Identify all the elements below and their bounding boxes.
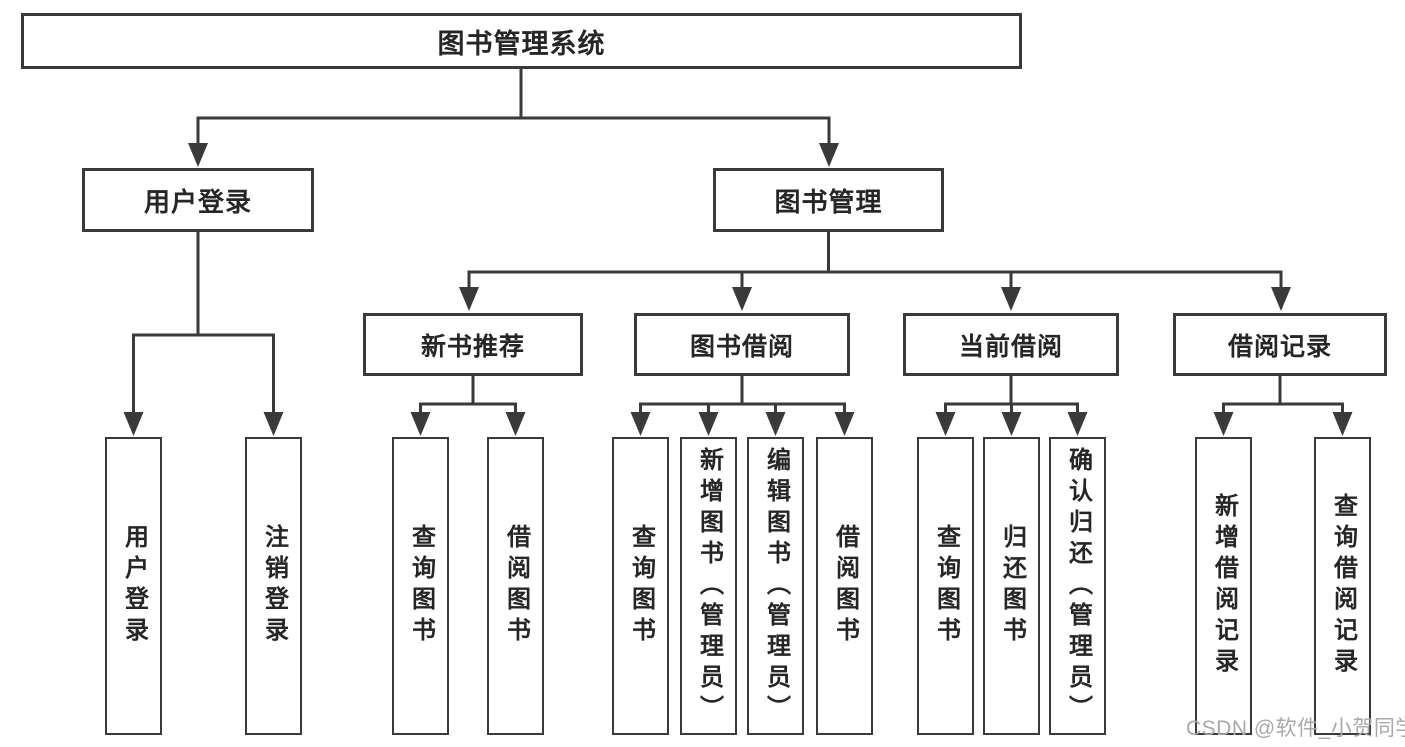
node-book-management: 图书管理	[713, 168, 944, 232]
leaf-edit-book-admin: 编辑图书（管理员）	[747, 437, 804, 735]
leaf-label: 用户登录	[120, 524, 148, 648]
leaf-borrow-books: 借阅图书	[816, 437, 873, 735]
leaf-query-books-recommend: 查询图书	[392, 437, 449, 735]
leaf-add-borrow-record: 新增借阅记录	[1195, 437, 1252, 735]
node-root-system: 图书管理系统	[21, 13, 1022, 69]
leaf-query-books-borrow: 查询图书	[612, 437, 669, 735]
leaf-return-book: 归还图书	[983, 437, 1040, 735]
leaf-label: 确认归还（管理员）	[1064, 446, 1092, 726]
node-book-borrow: 图书借阅	[634, 313, 850, 376]
leaf-label: 借阅图书	[502, 524, 530, 648]
leaf-user-login: 用户登录	[105, 437, 162, 735]
leaf-label: 编辑图书（管理员）	[762, 446, 790, 726]
leaf-label: 查询借阅记录	[1329, 493, 1357, 679]
leaf-label: 查询图书	[407, 524, 435, 648]
leaf-label: 借阅图书	[831, 524, 859, 648]
leaf-label: 归还图书	[998, 524, 1026, 648]
leaf-label: 新增图书（管理员）	[695, 446, 723, 726]
node-current-borrow: 当前借阅	[903, 313, 1119, 376]
leaf-label: 查询图书	[932, 524, 960, 648]
node-new-book-recommend: 新书推荐	[363, 313, 583, 376]
leaf-query-borrow-record: 查询借阅记录	[1314, 437, 1371, 735]
leaf-label: 注销登录	[260, 524, 288, 648]
csdn-watermark: CSDN @软件_小贺同学	[1186, 717, 1405, 740]
leaf-logout: 注销登录	[245, 437, 302, 735]
leaf-add-book-admin: 新增图书（管理员）	[680, 437, 737, 735]
leaf-label: 查询图书	[627, 524, 655, 648]
node-user-login: 用户登录	[82, 168, 314, 232]
leaf-borrow-books-recommend: 借阅图书	[487, 437, 544, 735]
leaf-label: 新增借阅记录	[1210, 493, 1238, 679]
node-borrow-records: 借阅记录	[1173, 313, 1387, 376]
leaf-query-books-current: 查询图书	[917, 437, 974, 735]
leaf-confirm-return-admin: 确认归还（管理员）	[1049, 437, 1106, 735]
